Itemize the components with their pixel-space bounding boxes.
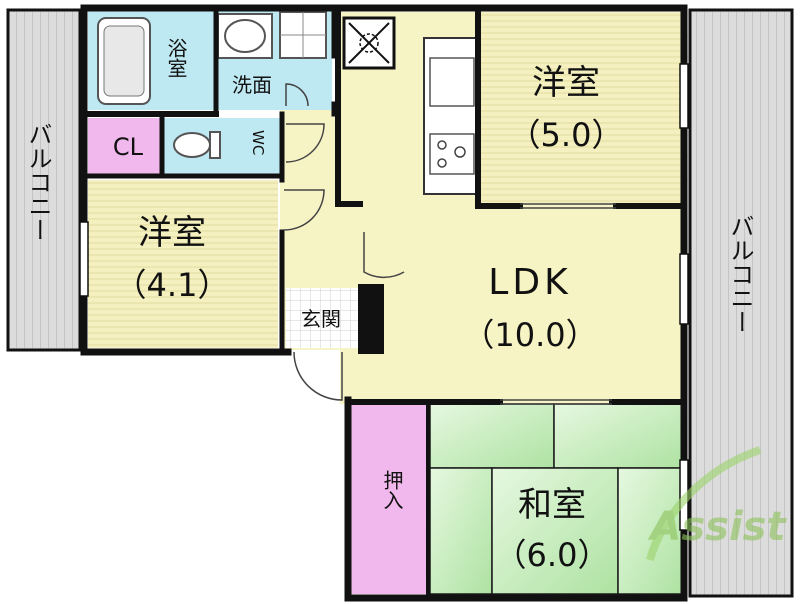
ventilation-icon <box>342 16 396 70</box>
balcony-left-label: バルコニー <box>24 122 52 242</box>
balcony-left <box>6 8 82 352</box>
japanese-room-size: （6.0） <box>495 536 610 574</box>
closet-label: CL <box>113 133 144 161</box>
western-room-right-size: （5.0） <box>509 116 624 154</box>
western-room-right <box>480 12 682 204</box>
washroom-label: 洗面 <box>232 73 272 97</box>
closet <box>88 118 160 174</box>
western-room-left <box>88 180 278 348</box>
oshiire <box>350 404 428 594</box>
western-room-right-name: 洋室 <box>532 63 600 103</box>
ldk-name: LDK <box>488 262 571 303</box>
balcony-right <box>688 8 794 598</box>
oshiire-label: 押入 <box>380 470 404 510</box>
western-room-left-name: 洋室 <box>138 213 206 253</box>
balcony-right-label: バルコニー <box>726 214 754 334</box>
japanese-room-name: 和室 <box>518 485 586 525</box>
doors <box>283 83 616 405</box>
kitchen-counter <box>423 37 481 195</box>
japanese-room-tatami <box>429 403 683 595</box>
assist-watermark-logo: Assist <box>646 446 787 562</box>
ldk-size: （10.0） <box>462 316 597 354</box>
wc-label: WC <box>249 130 267 155</box>
entrance-label: 玄関 <box>301 307 341 331</box>
bath-label: 浴室 <box>164 38 188 78</box>
entrance <box>286 288 358 348</box>
watermark-text: Assist <box>647 504 787 550</box>
western-room-left-size: （4.1） <box>115 266 230 304</box>
